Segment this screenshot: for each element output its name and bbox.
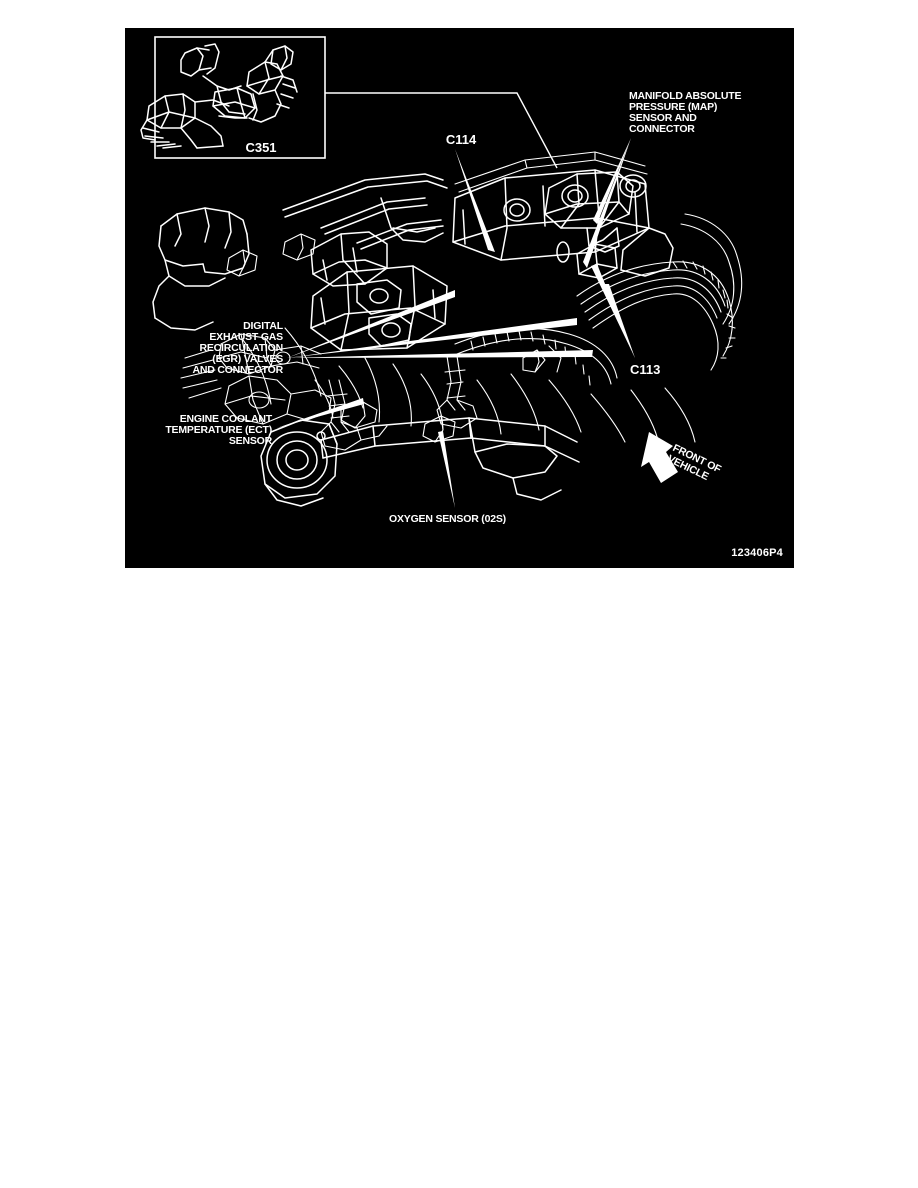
callout-map-leader-arrow-2 — [583, 138, 631, 268]
egr-valve-assembly — [310, 265, 448, 351]
egr-feed-tube-right — [436, 355, 478, 429]
callout-ect-sensor: ENGINE COOLANT TEMPERATURE (ECT) SENSOR — [165, 398, 364, 447]
hose-tail-right — [680, 213, 743, 325]
callout-egr-leader-arrow-3 — [287, 350, 593, 358]
c113-leader-arrow-2 — [603, 284, 635, 358]
engine-component-location-diagram: C351 MANIFOLD ABSOLUTE PRESSURE (MAP) SE… — [140, 36, 783, 559]
callout-egr-valves: DIGITAL EXHAUST GAS RECIRCULATION (EGR) … — [192, 290, 593, 376]
exhaust-flange-housing — [260, 419, 338, 507]
figure-panel: C351 MANIFOLD ABSOLUTE PRESSURE (MAP) SE… — [125, 28, 794, 568]
engine-illustration — [152, 151, 743, 507]
callout-map-line-2: PRESSURE (MAP) — [629, 101, 717, 113]
callout-c113: C113 — [591, 264, 660, 377]
c114-leader-arrow — [455, 149, 495, 252]
callout-ect-line-2: TEMPERATURE (ECT) — [165, 424, 272, 436]
callout-egr-line-3: RECIRCULATION — [199, 342, 283, 354]
callout-oxygen-leader-arrow — [438, 431, 455, 508]
callout-ect-leader-arrow — [277, 398, 364, 428]
engine-lower-contours — [242, 327, 696, 445]
callout-map-sensor: MANIFOLD ABSOLUTE PRESSURE (MAP) SENSOR … — [583, 90, 742, 268]
up-left-arrow-icon — [641, 432, 678, 483]
callout-egr-leader-arrow-1 — [287, 290, 455, 358]
callout-egr-line-4: (EGR) VALVES — [212, 353, 283, 365]
callout-c114: C114 — [446, 132, 495, 252]
intake-manifold-rails — [282, 173, 448, 250]
ignition-module — [310, 231, 388, 287]
connector-code-c114: C114 — [446, 132, 477, 147]
right-valve-cover — [452, 169, 674, 277]
c113-leader-arrow-1 — [591, 264, 635, 358]
callout-egr-leader-arrow-2 — [287, 318, 577, 358]
callout-map-leader-arrow — [593, 138, 631, 224]
inset-border — [154, 36, 326, 159]
callout-oxygen-sensor-label: OXYGEN SENSOR (02S) — [389, 513, 506, 525]
inset-connector-illustration — [140, 43, 298, 149]
callout-map-line-4: CONNECTOR — [629, 123, 695, 135]
figure-part-number: 123406P4 — [731, 547, 783, 559]
connector-code-c113: C113 — [630, 362, 660, 377]
callout-map-line-3: SENSOR AND — [629, 112, 697, 124]
left-valve-cover — [152, 207, 250, 331]
egr-feed-tube-left — [320, 379, 388, 451]
front-of-vehicle-marker: FRONT OF VEHICLE — [641, 432, 723, 483]
inset-leader-line — [325, 92, 558, 169]
callout-ect-line-3: SENSOR — [229, 435, 273, 447]
inset-label-c351: C351 — [245, 140, 276, 155]
inset-detail-c351: C351 — [140, 36, 326, 159]
callout-ect-line-1: ENGINE COOLANT — [180, 413, 273, 425]
callout-egr-line-2: EXHAUST GAS — [209, 331, 283, 343]
exhaust-crossover-pipe — [320, 417, 580, 501]
callout-map-line-1: MANIFOLD ABSOLUTE — [629, 90, 741, 102]
callout-egr-line-1: DIGITAL — [243, 320, 284, 332]
callout-oxygen-sensor: OXYGEN SENSOR (02S) — [389, 431, 506, 525]
map-sensor-block — [544, 171, 634, 253]
callout-egr-line-5: AND CONNECTOR — [192, 364, 283, 376]
upper-small-parts — [226, 233, 316, 277]
bracket-detail — [522, 345, 562, 373]
egr-left-fitting — [180, 333, 322, 399]
